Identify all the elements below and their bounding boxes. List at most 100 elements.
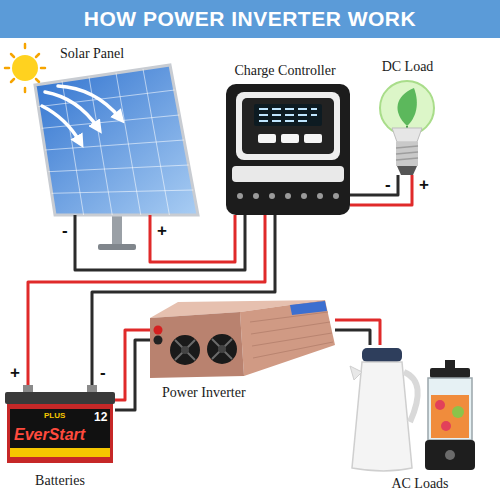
battery-part [5,392,115,404]
power-inverter-part [150,312,244,378]
charge-controller-part [304,134,322,143]
wire-pair [115,330,150,410]
controller-node: Charge Controller [220,62,350,215]
negative-wire [335,330,370,345]
light-bulb-part [392,128,422,142]
polarity-sign: - [62,222,68,239]
charge-controller-part-part [285,120,294,122]
charge-controller-part-part [253,193,259,199]
battery-badge: PLUS [44,412,65,420]
blender-part [445,360,455,368]
power-inverter-part [290,301,327,315]
component-caption: AC Loads [391,475,448,493]
charge-controller-part-part [259,120,268,122]
charge-controller-part [242,98,334,154]
kettle-part [362,348,402,362]
charge-controller-part-part [317,193,323,199]
charge-controller-part [226,84,350,215]
blender-part [445,450,455,460]
charge-controller-part-part [301,193,307,199]
charge-controller-part-part [311,108,317,110]
positive-wire [150,215,235,262]
charge-controller-part-part [269,193,275,199]
power-inverter-part-part [212,339,232,359]
sun-part [12,55,38,81]
sun-part-part [11,54,14,57]
kettle [350,348,418,471]
light-bulb-part-part [396,152,418,154]
blender-part [428,378,472,440]
solar-panel-part-part [48,165,188,172]
power-inverter-part [154,326,163,335]
blender-part [431,395,469,438]
power-inverter-part [181,346,189,354]
power-inverter [150,300,335,378]
panel-stand [98,213,136,250]
blender-part [441,421,451,431]
battery-brand: EverStart [14,427,85,443]
wire-pair [350,175,412,205]
charge-controller-part [236,92,340,160]
charge-controller-part-part [259,108,268,110]
solar-panel-part [35,65,198,215]
charge-controller-part [232,166,344,182]
power-inverter-part-part [252,333,332,346]
charge-controller-part-part [333,193,339,199]
negative-wire [92,215,275,385]
charge-controller-part [237,193,339,199]
charge-controller-part-part [285,114,294,116]
power-inverter-part [218,345,226,353]
charge-controller-part-part [285,193,291,199]
battery-part [10,409,110,457]
solar-panel-node: Solar Panel [20,45,200,215]
kettle-part [404,372,418,422]
battery-part [23,385,33,393]
blender [425,360,475,470]
kettle-part [350,366,362,380]
power-inverter-part-part [251,322,330,334]
negative-wire [350,175,398,195]
power-inverter-part-part [250,312,328,322]
positive-wire [350,175,412,205]
solar-panel-part-part [52,190,194,193]
charge-controller-part-part [298,114,307,116]
battery-part [10,448,110,457]
charge-controller-part-part [298,108,307,110]
ac-load-node: AC Loads [345,345,495,493]
charge-controller-part-part [298,120,307,122]
sun-part-part [24,44,27,48]
component-caption: Solar Panel [60,45,124,63]
charge-controller-part-part [272,108,281,110]
solar-panel-part-part [58,86,120,118]
component-caption: Charge Controller [234,62,335,80]
solar-panel-part-part [42,106,80,142]
charge-controller [226,84,350,215]
charge-controller-part [258,134,276,143]
power-inverter-part [250,312,333,358]
positive-wire [28,215,265,385]
power-inverter-part-part [175,340,195,360]
blender-part [425,440,475,470]
sun-part-part [24,88,27,92]
wire-pair [75,215,245,270]
power-inverter-part [240,300,335,376]
light-bulb [380,81,434,175]
blender-part [430,368,470,378]
polarity-sign: - [100,364,106,381]
dc-load-node: DC Load [360,58,455,175]
light-bulb-part [397,166,417,175]
charge-controller-part [259,108,317,122]
wire-pair [335,320,380,345]
negative-wire [115,340,150,410]
power-inverter-part [175,339,232,360]
solar-panel-part [38,69,193,215]
wire-pair [28,215,275,385]
light-bulb-part [396,142,418,166]
battery [5,385,115,463]
light-bulb-part-part [396,146,418,148]
blender-part [452,406,464,418]
sun-part-part [11,79,14,82]
solar-panel-part-part [45,140,184,150]
title-banner: HOW POWER INVERTER WORK [0,0,500,38]
light-bulb-part [380,81,434,135]
